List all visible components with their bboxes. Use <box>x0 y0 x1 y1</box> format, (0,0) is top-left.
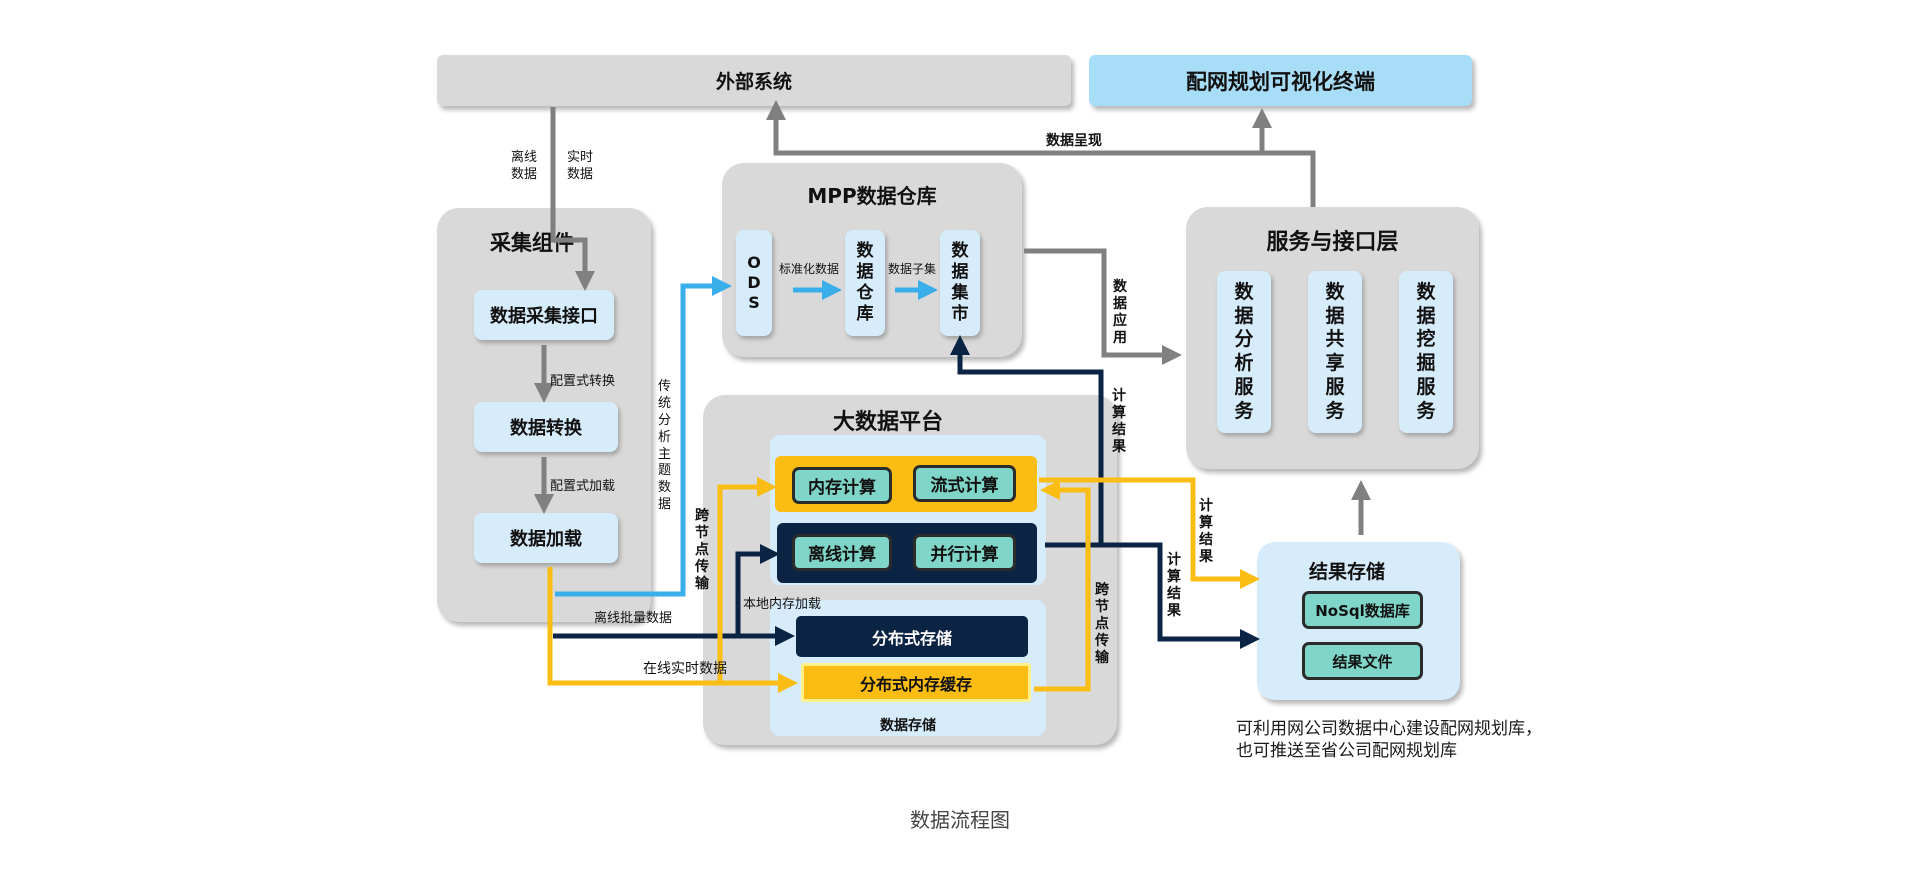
calc-result-yellow-label: 计算结果 <box>1199 498 1213 566</box>
calc-result-to-mart-arrow <box>950 335 1104 544</box>
service-to-top-line <box>766 100 1316 207</box>
service-share-label: 数据共享服务 <box>1325 280 1345 422</box>
dist-storage-label: 分布式存储 <box>871 628 952 648</box>
load-to-ods-arrow <box>555 276 732 597</box>
result-note: 可利用网公司数据中心建设配网规划库，也可推送至省公司配网规划库 <box>1236 719 1542 761</box>
offline-batch-label: 离线批量数据 <box>594 611 673 626</box>
service-title: 服务与接口层 <box>1266 230 1399 255</box>
local-mem-load-label: 本地内存加载 <box>743 597 822 612</box>
realtime-data-label: 实时数据 <box>566 150 593 182</box>
data-storage-label: 数据存储 <box>880 718 936 734</box>
parallel-compute-box: 并行计算 <box>913 534 1016 571</box>
cross-node-right-arrow <box>1034 480 1091 692</box>
mart-label: 数据集市 <box>951 240 969 325</box>
dist-storage-box: 分布式存储 <box>796 616 1028 657</box>
cross-node-left-label: 跨节点传输 <box>695 508 709 593</box>
external-to-collect-arrow <box>550 107 595 291</box>
data-app-label: 数据应用 <box>1113 279 1127 347</box>
diagram-caption: 数据流程图 <box>910 808 1010 832</box>
calc-result-up-label: 计算结果 <box>1112 388 1126 456</box>
stream-compute-box: 流式计算 <box>913 465 1016 502</box>
mart-box: 数据集市 <box>940 230 980 336</box>
terminal-bar: 配网规划可视化终端 <box>1089 55 1472 106</box>
cfg-convert-label: 配置式转换 <box>550 374 616 389</box>
calc-result-navy-label: 计算结果 <box>1167 552 1181 620</box>
result-file-box: 结果文件 <box>1302 642 1423 680</box>
data-convert-box: 数据转换 <box>474 402 618 452</box>
mpp-title: MPP数据仓库 <box>807 184 937 208</box>
online-realtime-label: 在线实时数据 <box>643 661 727 677</box>
service-mining-box: 数据挖掘服务 <box>1399 271 1453 433</box>
cross-node-left-arrow <box>717 477 777 683</box>
subset-label: 数据子集 <box>888 262 937 276</box>
external-system-bar: 外部系统 <box>437 55 1071 106</box>
data-presentation-label: 数据呈现 <box>1046 133 1102 149</box>
data-load-box: 数据加载 <box>474 513 618 563</box>
cross-node-right-label: 跨节点传输 <box>1095 582 1109 667</box>
collect-title: 采集组件 <box>490 231 574 255</box>
ods-label: ODS <box>747 253 761 312</box>
traditional-theme-label: 传统分析主题数据 <box>657 379 671 513</box>
compute-to-result-yellow-arrow <box>1039 477 1260 589</box>
std-data-label: 标准化数据 <box>779 262 840 276</box>
nosql-box: NoSql数据库 <box>1302 591 1423 629</box>
warehouse-label: 数据仓库 <box>856 240 874 325</box>
warehouse-box: 数据仓库 <box>845 230 885 336</box>
terminal-label: 配网规划可视化终端 <box>1186 69 1375 94</box>
local-mem-load-arrow <box>735 544 780 636</box>
service-mining-label: 数据挖掘服务 <box>1416 280 1436 422</box>
service-analysis-label: 数据分析服务 <box>1234 280 1254 422</box>
mem-compute-box: 内存计算 <box>792 467 892 504</box>
offline-compute-box: 离线计算 <box>792 534 892 571</box>
collect-interface-box: 数据采集接口 <box>474 290 614 340</box>
service-share-box: 数据共享服务 <box>1308 271 1362 433</box>
dist-mem-cache-box: 分布式内存缓存 <box>801 663 1031 702</box>
service-analysis-box: 数据分析服务 <box>1217 271 1271 433</box>
mpp-to-service-arrow <box>1024 248 1182 365</box>
bigdata-title: 大数据平台 <box>832 410 943 435</box>
ods-box: ODS <box>736 230 772 336</box>
offline-data-label: 离线数据 <box>510 150 537 182</box>
result-title: 结果存储 <box>1308 561 1385 583</box>
dist-mem-cache-label: 分布式内存缓存 <box>859 674 972 694</box>
online-realtime-arrow <box>547 567 798 693</box>
external-system-label: 外部系统 <box>715 71 792 93</box>
cfg-load-label: 配置式加载 <box>550 479 616 494</box>
compute-to-result-navy-arrow <box>1045 542 1260 649</box>
